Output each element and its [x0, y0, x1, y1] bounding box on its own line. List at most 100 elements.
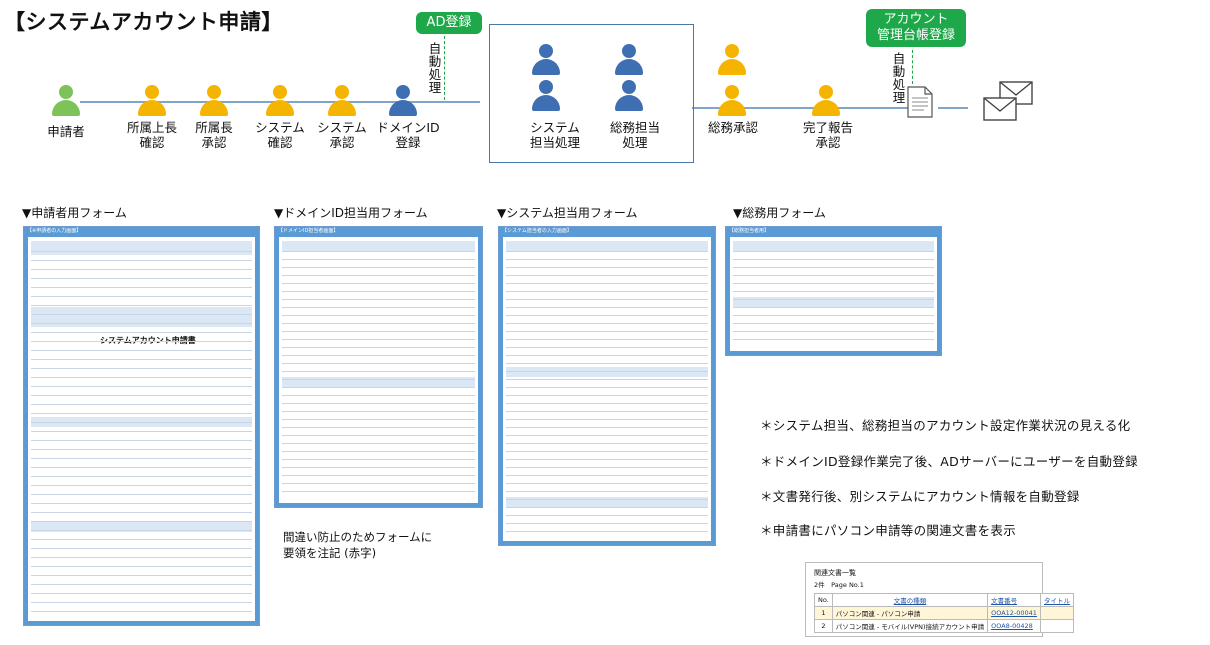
column-header: No. [814, 593, 833, 607]
related-table: No. 文書の種類 文書番号 タイトル 1 パソコン関連 - パソコン申請 OO… [814, 593, 1074, 633]
form-row-line [282, 307, 475, 308]
form-row-line [282, 299, 475, 300]
step-label: 所属上長 確認 [126, 120, 177, 150]
form-row-line [506, 379, 708, 380]
feature-note: ＊ドメインID登録作業完了後、ADサーバーにユーザーを自動登録 [760, 454, 1138, 469]
domain-form-thumbnail: 【ドメインID担当者画面】 [274, 226, 483, 508]
form-row-line [506, 403, 708, 404]
form-row-line [31, 314, 252, 315]
form-section-band [282, 377, 475, 387]
person-icon [388, 85, 418, 117]
form-row-line [31, 458, 252, 459]
step-label: 総務担当 処理 [609, 120, 660, 150]
related-title: 関連文書一覧 [814, 569, 856, 577]
form-row-line [733, 259, 934, 260]
form-row-line [31, 323, 252, 324]
form-row-line [31, 377, 252, 378]
form-row-line [506, 507, 708, 508]
form-row-line [733, 275, 934, 276]
page-title: 【システムアカウント申請】 [4, 10, 283, 34]
step-label: システム 担当処理 [529, 120, 580, 150]
column-header[interactable]: 文書の種類 [831, 593, 989, 607]
form-row-line [31, 512, 252, 513]
form-row-line [506, 515, 708, 516]
form-section-band [282, 241, 475, 251]
form-row-line [506, 331, 708, 332]
column-header[interactable]: タイトル [1039, 593, 1074, 607]
form-row-line [506, 435, 708, 436]
form-row-line [733, 251, 934, 252]
form-row-line [733, 307, 934, 308]
step-label: システム 確認 [255, 120, 305, 150]
table-row: 1 パソコン関連 - パソコン申請 OOA12-00041 [814, 606, 1074, 620]
form-row-line [506, 531, 708, 532]
form-row-line [282, 459, 475, 460]
person-icon [137, 85, 167, 117]
form-row-line [31, 521, 252, 522]
form-row-line [506, 363, 708, 364]
row-number: 1 [814, 606, 833, 620]
form-row-line [506, 491, 708, 492]
flow-line [938, 107, 968, 109]
document-type: パソコン関連 - パソコン申請 [831, 606, 989, 620]
form-row-line [506, 259, 708, 260]
form-row-line [31, 476, 252, 477]
form-row-line [282, 339, 475, 340]
applicant-form-thumbnail: 【※申請者の入力画面】 システムアカウント申請書 [23, 226, 260, 626]
form-row-line [506, 267, 708, 268]
form-row-line [733, 323, 934, 324]
form-row-line [282, 347, 475, 348]
form-row-line [31, 575, 252, 576]
table-row: 2 パソコン関連 - モバイル(VPN)接続アカウント申請 OOA8-00428 [814, 619, 1074, 633]
form-row-line [31, 287, 252, 288]
person-icon [811, 85, 841, 117]
system-form-label: ▼システム担当用フォーム [497, 206, 638, 220]
form-row-line [282, 315, 475, 316]
row-number: 2 [814, 619, 833, 633]
form-row-line [31, 422, 252, 423]
form-row-line [31, 332, 252, 333]
person-icon [531, 80, 561, 112]
document-type: パソコン関連 - モバイル(VPN)接続アカウント申請 [831, 619, 989, 633]
form-row-line [506, 459, 708, 460]
person-icon [614, 44, 644, 76]
form-row-line [31, 278, 252, 279]
form-row-line [31, 566, 252, 567]
form-row-line [282, 491, 475, 492]
form-row-line [506, 315, 708, 316]
form-row-line [282, 355, 475, 356]
person-icon [531, 44, 561, 76]
table-header-row: No. 文書の種類 文書番号 タイトル [814, 593, 1074, 607]
domain-form-label: ▼ドメインID担当用フォーム [274, 206, 428, 220]
form-section-band [31, 241, 252, 255]
form-title: システムアカウント申請書 [100, 335, 196, 346]
form-row-line [506, 451, 708, 452]
form-row-line [733, 267, 934, 268]
column-header[interactable]: 文書番号 [987, 593, 1041, 607]
step-label: 申請者 [47, 124, 85, 139]
form-row-line [506, 307, 708, 308]
form-row-line [506, 339, 708, 340]
form-row-line [282, 387, 475, 388]
form-row-line [506, 283, 708, 284]
form-row-line [282, 451, 475, 452]
form-row-line [282, 267, 475, 268]
form-row-line [31, 557, 252, 558]
feature-note: ＊申請書にパソコン申請等の関連文書を表示 [760, 523, 1017, 538]
form-row-line [733, 299, 934, 300]
form-row-line [506, 395, 708, 396]
step-label: システム 承認 [317, 120, 367, 150]
form-row-line [282, 259, 475, 260]
form-row-line [733, 283, 934, 284]
form-row-line [506, 475, 708, 476]
related-documents-panel: 関連文書一覧 2件 Page No.1 No. 文書の種類 文書番号 タイトル … [805, 562, 1074, 637]
form-row-line [506, 499, 708, 500]
document-number-link[interactable]: OOA8-00428 [987, 619, 1041, 633]
person-icon [199, 85, 229, 117]
document-number-link[interactable]: OOA12-00041 [987, 606, 1041, 620]
form-section-band [733, 297, 934, 307]
form-row-line [31, 395, 252, 396]
form-row-line [733, 339, 934, 340]
form-row-line [31, 350, 252, 351]
form-header: 【システム担当者の入力画面】 [502, 228, 572, 234]
